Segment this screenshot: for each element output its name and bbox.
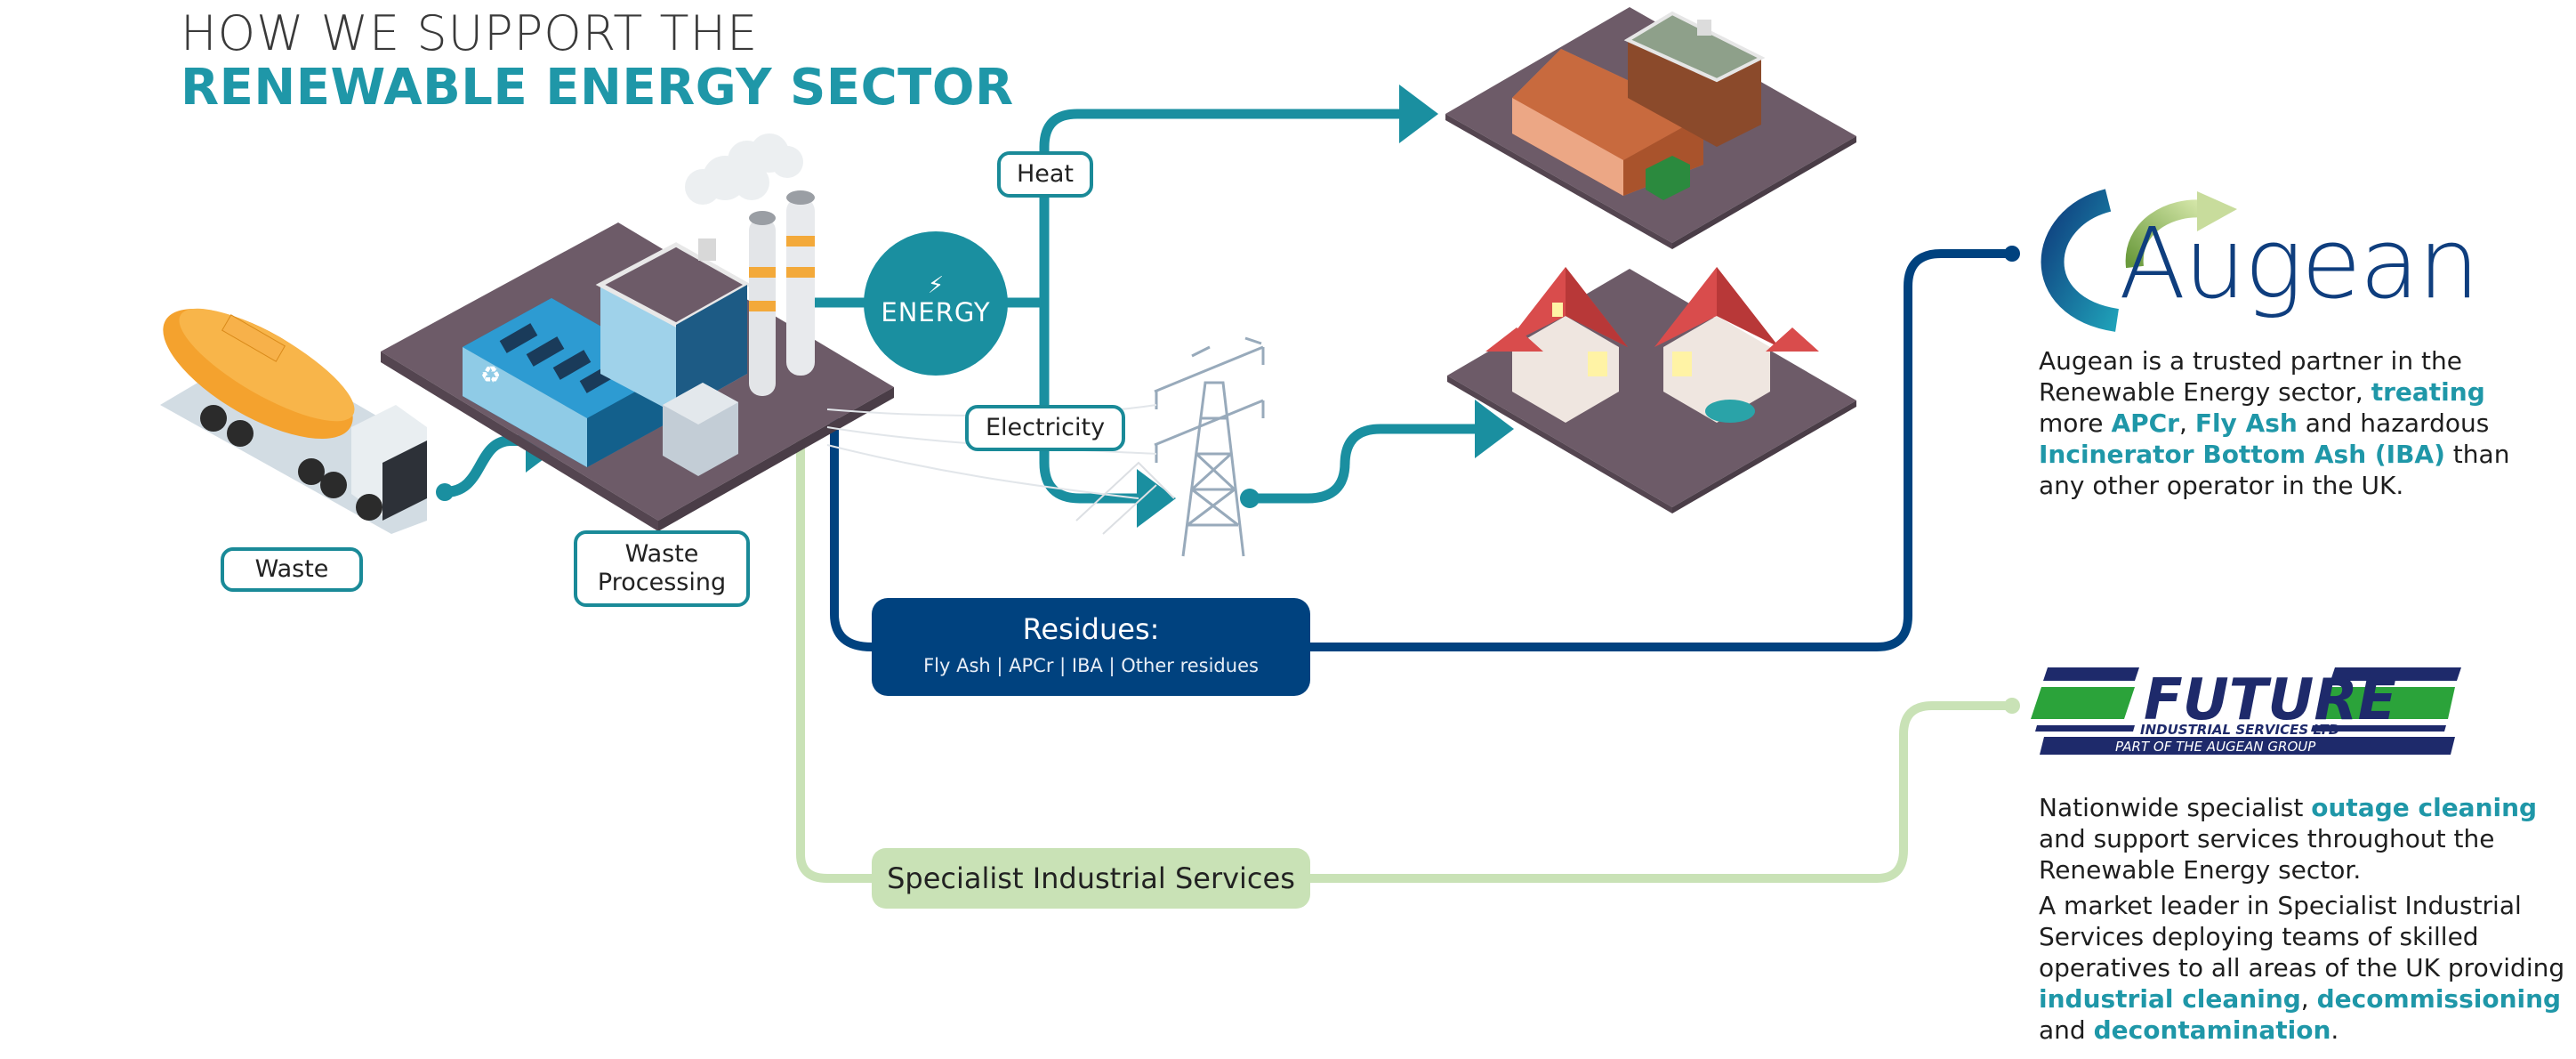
future-desc-line: operatives to all areas of the UK provid…: [2039, 952, 2572, 983]
waste-label-text: Waste: [254, 554, 329, 583]
future-desc-line: and decontamination.: [2039, 1015, 2572, 1046]
augean-desc-line: more APCr, Fly Ash and hazardous: [2039, 408, 2537, 439]
body-text: operatives to all areas of the UK provid…: [2039, 953, 2565, 982]
highlighted-text: outage cleaning: [2311, 793, 2538, 822]
augean-desc-line: Renewable Energy sector, treating: [2039, 376, 2537, 408]
body-text: .: [2330, 1015, 2339, 1045]
highlighted-text: industrial cleaning: [2039, 984, 2301, 1014]
future-desc-line: Nationwide specialist outage cleaning: [2039, 792, 2572, 823]
highlighted-text: Incinerator Bottom Ash (IBA): [2039, 440, 2445, 469]
future-end-dot: [2004, 698, 2020, 714]
highlighted-text: APCr: [2111, 408, 2179, 438]
future-desc-line: industrial cleaning, decommissioning: [2039, 983, 2572, 1015]
highlighted-text: decontamination: [2093, 1015, 2331, 1045]
page-title-line-1: HOW WE SUPPORT THE: [181, 5, 759, 61]
waste-processing-line-1: Waste: [624, 539, 699, 568]
augean-end-dot: [2004, 246, 2020, 262]
electricity-line: [1039, 303, 1176, 528]
future-desc-line: Renewable Energy sector.: [2039, 854, 2572, 885]
body-text: and hazardous: [2297, 408, 2490, 438]
body-text: any other operator in the UK.: [2039, 471, 2404, 500]
body-text: ,: [2179, 408, 2195, 438]
augean-description: Augean is a trusted partner in the Renew…: [2039, 345, 2537, 501]
body-text: ,: [2300, 984, 2317, 1014]
residues-items: Fly Ash | APCr | IBA | Other residues: [923, 655, 1259, 676]
page-title-line-2: RENEWABLE ENERGY SECTOR: [181, 59, 1014, 117]
tanker-truck-illustration: [160, 308, 427, 534]
highlighted-text: treating: [2371, 377, 2485, 407]
waste-processing-label: Waste Processing: [574, 530, 750, 607]
future-description-1: Nationwide specialist outage cleaning an…: [2039, 792, 2572, 885]
residential-houses-illustration: [1447, 267, 1856, 513]
augean-desc-line: any other operator in the UK.: [2039, 470, 2537, 501]
body-text: and: [2039, 1015, 2094, 1045]
future-logo-sub: INDUSTRIAL SERVICES LTD: [2140, 722, 2339, 738]
future-industrial-services-logo: FUTURE INDUSTRIAL SERVICES LTD PART OF T…: [2031, 667, 2461, 755]
body-text: A market leader in Specialist Industrial: [2039, 891, 2522, 920]
augean-logo-mark: [2041, 189, 2237, 332]
future-description-2: A market leader in Specialist Industrial…: [2039, 890, 2572, 1046]
waste-flow-arrow: [439, 408, 568, 497]
electricity-label-text: Electricity: [985, 413, 1106, 441]
highlighted-text: Fly Ash: [2194, 408, 2298, 438]
specialist-line: [796, 418, 2012, 883]
electricity-label: Electricity: [965, 405, 1125, 451]
heat-label: Heat: [997, 151, 1093, 198]
future-desc-line: Services deploying teams of skilled: [2039, 921, 2572, 952]
lightning-bolt-icon: ⚡: [927, 272, 945, 299]
specialist-services-box: Specialist Industrial Services: [872, 848, 1310, 909]
body-text: than: [2444, 440, 2510, 469]
specialist-services-label: Specialist Industrial Services: [887, 861, 1295, 895]
heat-label-text: Heat: [1016, 159, 1075, 188]
grid-to-homes-line: [1250, 400, 1514, 504]
body-text: Services deploying teams of skilled: [2039, 922, 2479, 951]
residues-box: Residues: Fly Ash | APCr | IBA | Other r…: [872, 598, 1310, 696]
future-desc-line: and support services throughout the: [2039, 823, 2572, 854]
energy-node: ⚡ ENERGY: [864, 231, 1008, 376]
waste-processing-line-2: Processing: [597, 569, 727, 596]
svg-text:♻: ♻: [480, 362, 501, 389]
highlighted-text: decommissioning: [2316, 984, 2562, 1014]
body-text: Renewable Energy sector.: [2039, 855, 2362, 885]
future-logo-tagline: PART OF THE AUGEAN GROUP: [2115, 739, 2316, 755]
energy-label: ENERGY: [881, 297, 991, 327]
future-desc-line: A market leader in Specialist Industrial: [2039, 890, 2572, 921]
augean-desc-line: Augean is a trusted partner in the: [2039, 345, 2537, 376]
augean-logo-text: Augean: [2119, 206, 2480, 320]
body-text: more: [2039, 408, 2112, 438]
waste-flow-start-dot: [436, 483, 454, 501]
industrial-building-illustration: [1445, 7, 1856, 249]
pylon-out-dot: [1240, 489, 1260, 508]
energy-from-waste-plant-illustration: ♻: [381, 133, 894, 531]
future-logo-word: FUTURE: [2144, 667, 2396, 733]
heat-line: [1039, 85, 1438, 303]
body-text: and support services throughout the: [2039, 824, 2495, 853]
augean-desc-line: Incinerator Bottom Ash (IBA) than: [2039, 439, 2537, 470]
residues-title: Residues:: [1022, 612, 1160, 646]
waste-label: Waste: [221, 547, 363, 592]
body-text: Renewable Energy sector,: [2039, 377, 2371, 407]
body-text: Nationwide specialist: [2039, 793, 2312, 822]
body-text: Augean is a trusted partner in the: [2039, 346, 2462, 376]
